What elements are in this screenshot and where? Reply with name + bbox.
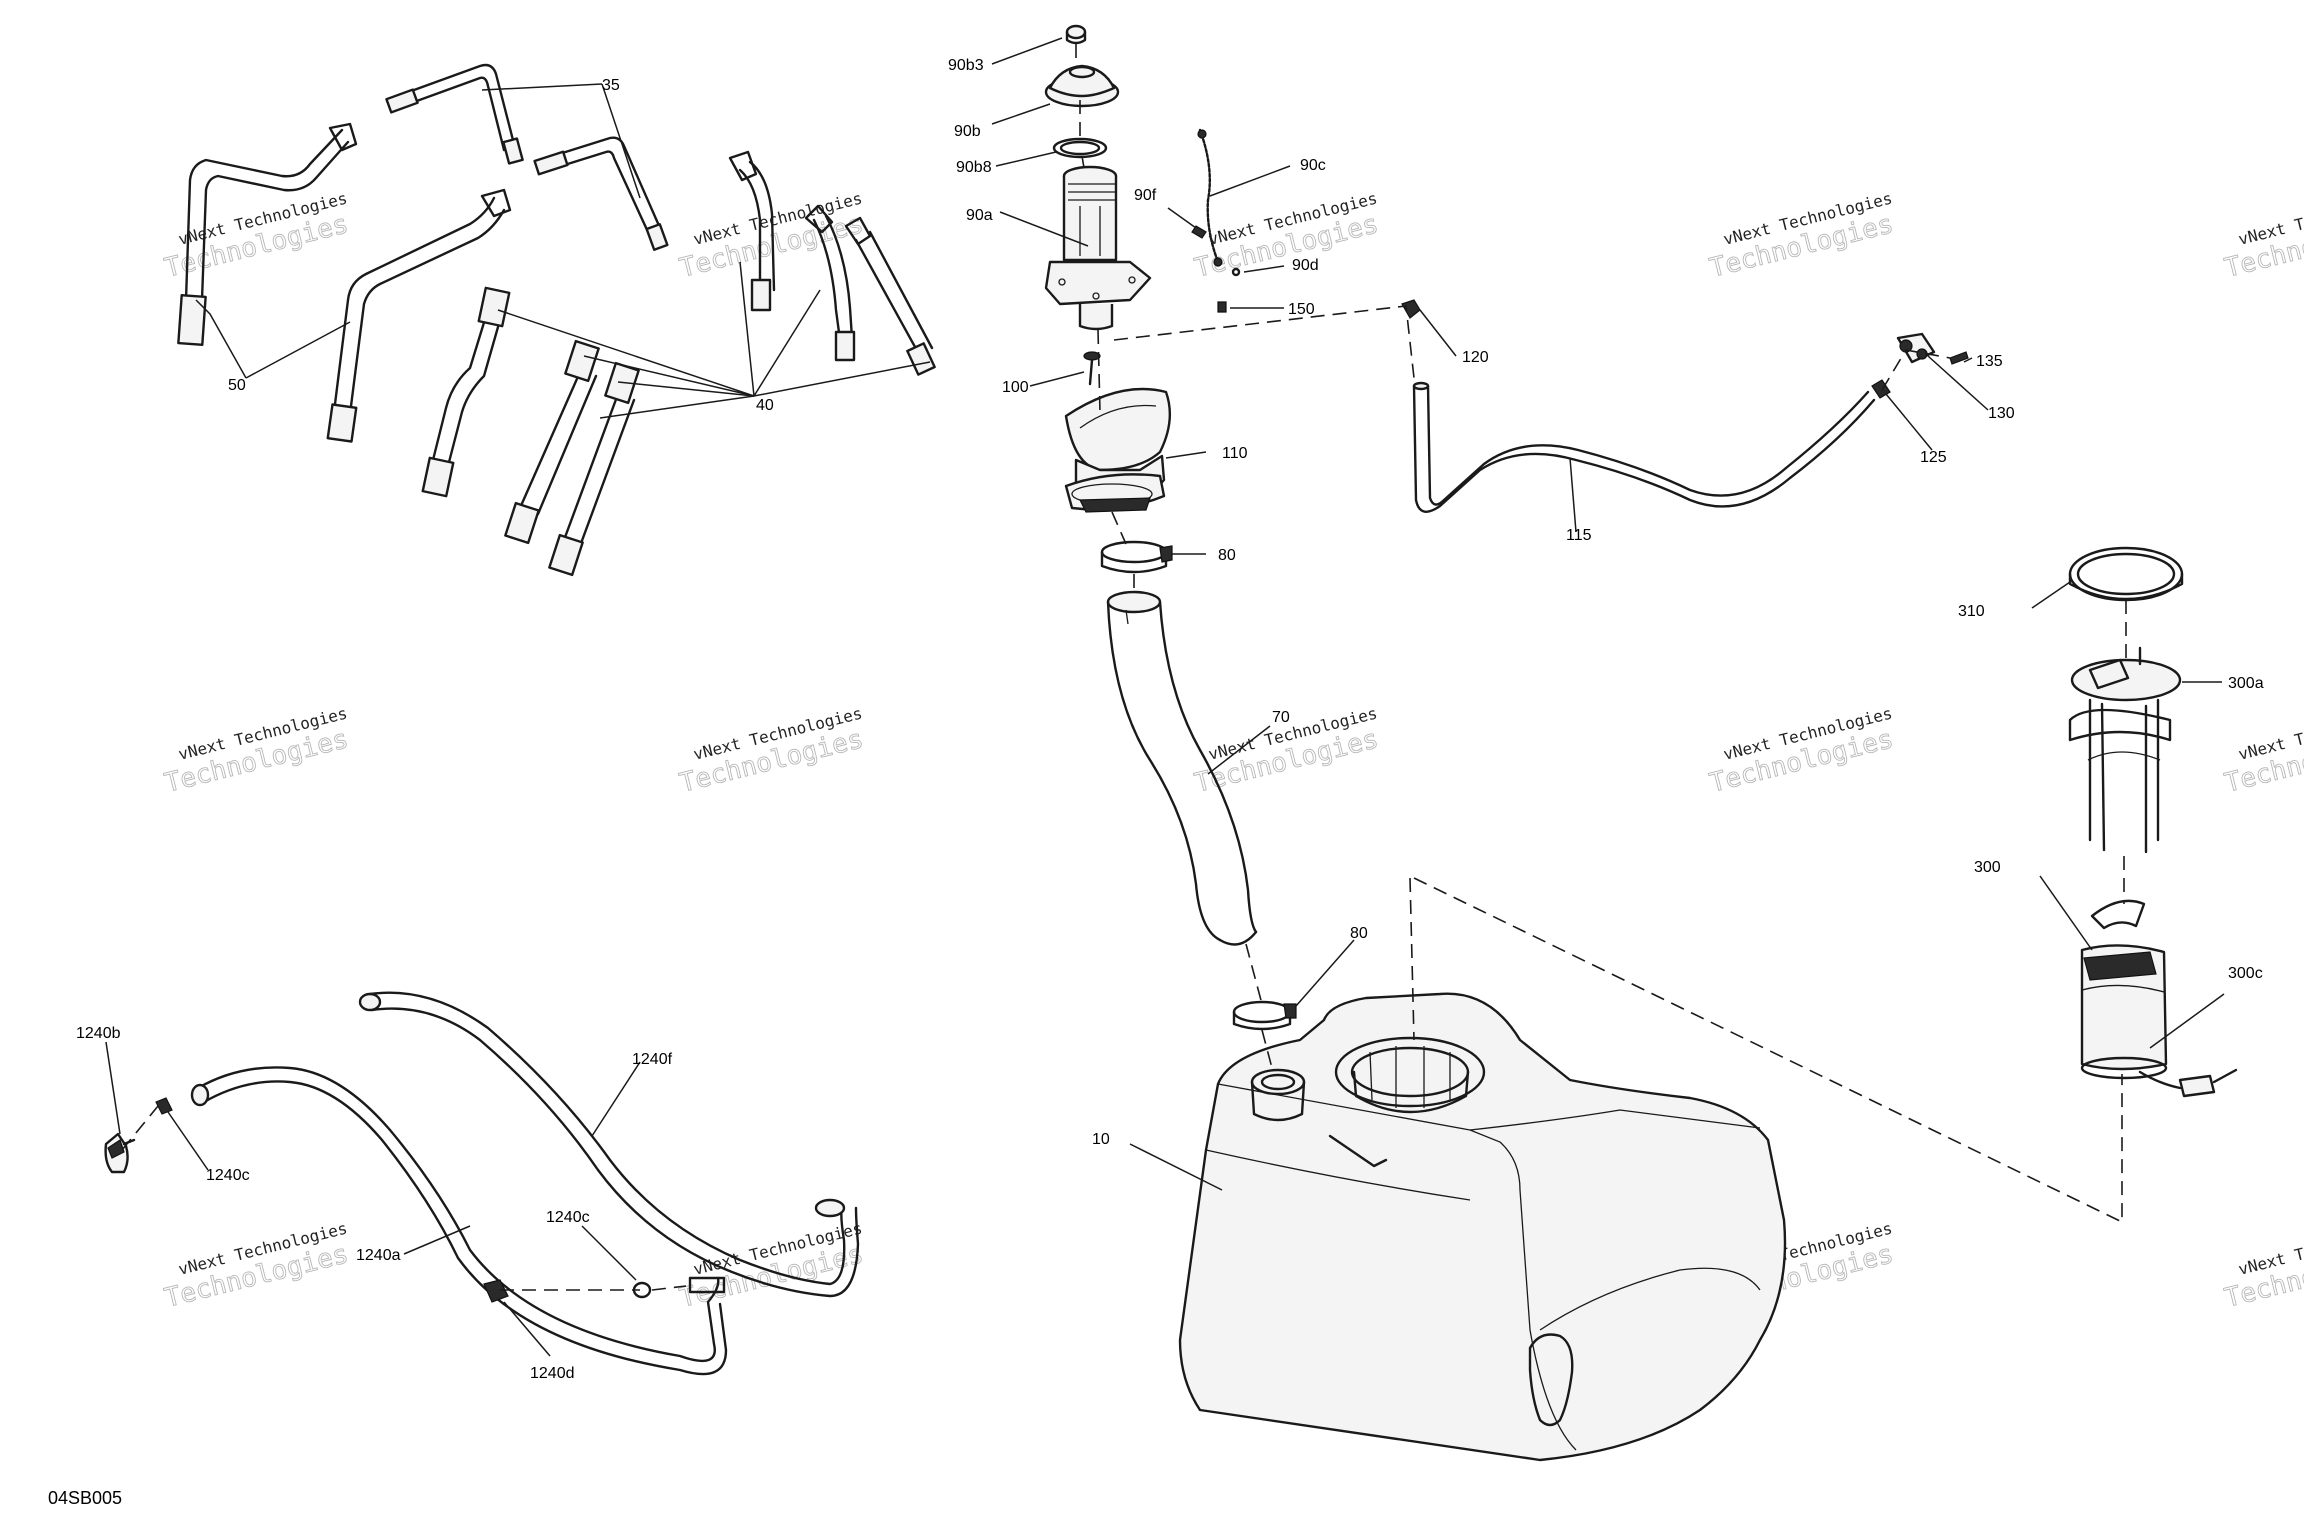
callout-labels: 35 50 40 90b3 90b 90b8 90a 90f 90c 90d 1… xyxy=(76,57,2264,1382)
part-110-funnel xyxy=(1064,387,1172,513)
watermark-5: vNext Technologies Technologies xyxy=(2221,188,2304,284)
watermark-9: vNext Technologies Technologies xyxy=(1706,703,1896,799)
watermark-15: vNext Technologies Technologies xyxy=(2221,1218,2304,1314)
part-300c-sender xyxy=(2138,1068,2238,1098)
callout-135: 135 xyxy=(1976,353,2003,370)
part-300-pump xyxy=(2080,899,2168,1080)
watermark-10: vNext Technologies Technologies xyxy=(2221,703,2304,799)
callout-130: 130 xyxy=(1988,405,2015,422)
part-80-clamp-upper xyxy=(1100,540,1173,574)
lower-vent-lines xyxy=(104,991,860,1376)
callout-1240b: 1240b xyxy=(76,1025,121,1042)
watermark-4: vNext Technologies Technologies xyxy=(1706,188,1896,284)
callout-90d: 90d xyxy=(1292,257,1319,274)
watermark-3: vNext Technologies Technologies xyxy=(1191,188,1381,284)
callout-100: 100 xyxy=(1002,379,1029,396)
callout-300c: 300c xyxy=(2228,965,2263,982)
part-90a-filler-pipe xyxy=(1044,165,1152,331)
watermark-6: vNext Technologies Technologies xyxy=(161,703,351,799)
callout-80-lower: 80 xyxy=(1350,925,1368,942)
vent-line-assembly xyxy=(1401,299,1969,513)
callout-1240a: 1240a xyxy=(356,1247,401,1264)
part-70-filler-hose xyxy=(1106,590,1258,946)
callout-120: 120 xyxy=(1462,349,1489,366)
tank-pump-ring xyxy=(1334,1036,1486,1114)
callout-300: 300 xyxy=(1974,859,2001,876)
strap-40-f xyxy=(844,216,936,376)
callout-70: 70 xyxy=(1272,709,1290,726)
strap-40-d xyxy=(728,150,776,312)
part-1240f-long-hose xyxy=(358,991,860,1298)
callout-1240c-right: 1240c xyxy=(546,1209,590,1226)
strap-40-b xyxy=(504,339,600,545)
part-90c-tether xyxy=(1197,128,1223,267)
part-10-fuel-tank xyxy=(1178,992,1787,1462)
part-115-vent-hose xyxy=(1412,381,1876,513)
callout-300a: 300a xyxy=(2228,675,2264,692)
assembly-lines xyxy=(121,44,2127,1291)
filler-neck-assembly xyxy=(1044,24,1297,1031)
part-150-screw xyxy=(1217,301,1227,313)
part-90b8-ring xyxy=(1052,137,1108,159)
callout-40: 40 xyxy=(756,397,774,414)
part-1240a-hose xyxy=(190,1066,728,1376)
callout-310: 310 xyxy=(1958,603,1985,620)
part-125-fitting xyxy=(1871,379,1891,399)
part-135-screw xyxy=(1949,351,1969,365)
callout-80-upper: 80 xyxy=(1218,547,1236,564)
callout-1240c-left: 1240c xyxy=(206,1167,250,1184)
part-310-ring xyxy=(2068,546,2184,602)
callout-90f: 90f xyxy=(1134,187,1157,204)
strap-40-a xyxy=(421,286,511,498)
callout-90c: 90c xyxy=(1300,157,1326,174)
strap-50-left xyxy=(177,122,358,346)
part-300a-pump-flange xyxy=(2068,646,2182,854)
part-90b3 xyxy=(1065,24,1087,45)
part-80-clamp-lower xyxy=(1232,1000,1297,1031)
callout-150: 150 xyxy=(1288,301,1315,318)
strap-40-e xyxy=(804,204,856,362)
part-130-valve xyxy=(1896,332,1936,364)
part-1240b-elbow xyxy=(104,1132,136,1174)
tank-straps xyxy=(177,63,936,577)
watermark-11: vNext Technologies Technologies xyxy=(161,1218,351,1314)
callout-50: 50 xyxy=(228,377,246,394)
callout-1240d: 1240d xyxy=(530,1365,575,1382)
part-1240d-fitting xyxy=(483,1279,509,1303)
strap-35-lower xyxy=(533,136,669,251)
part-90d-washer xyxy=(1231,267,1241,277)
callout-35: 35 xyxy=(602,77,620,94)
callout-90a: 90a xyxy=(966,207,993,224)
strap-50-center xyxy=(326,188,512,443)
callout-90b3: 90b3 xyxy=(948,57,984,74)
part-90f-screw xyxy=(1191,225,1207,239)
callout-115: 115 xyxy=(1566,527,1592,544)
callout-90b8: 90b8 xyxy=(956,159,992,176)
callout-90b: 90b xyxy=(954,123,981,140)
strap-35-upper xyxy=(385,63,524,165)
callout-1240f: 1240f xyxy=(632,1051,673,1068)
part-100-screw xyxy=(1083,351,1101,386)
diagram-reference-code: 04SB005 xyxy=(48,1488,122,1508)
watermark-7: vNext Technologies Technologies xyxy=(676,703,866,799)
callout-125: 125 xyxy=(1920,449,1947,466)
fuel-pump-assembly xyxy=(2068,546,2238,1098)
part-90b-cap xyxy=(1044,64,1120,108)
part-120-fitting xyxy=(1401,299,1421,319)
tank-filler-port xyxy=(1250,1068,1306,1122)
part-1240c-clamp-left xyxy=(155,1097,173,1115)
strap-40-c xyxy=(548,361,640,577)
callout-10: 10 xyxy=(1092,1131,1110,1148)
leader-lines xyxy=(105,37,2225,1357)
callout-110: 110 xyxy=(1222,445,1248,462)
